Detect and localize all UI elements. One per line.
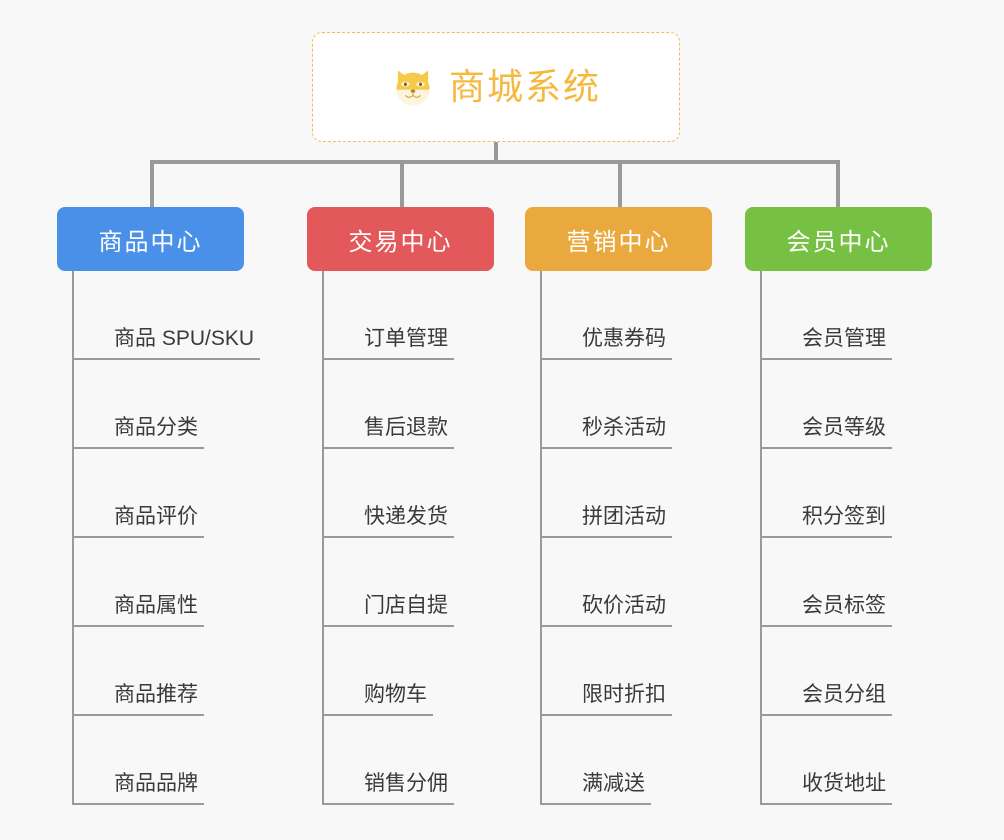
list-item[interactable]: 会员等级: [760, 360, 892, 449]
list-item[interactable]: 商品评价: [72, 449, 260, 538]
drop-connector-4: [836, 160, 840, 207]
category-label: 营销中心: [566, 228, 671, 256]
leaf-label: 限时折扣: [576, 683, 672, 716]
list-item[interactable]: 售后退款: [322, 360, 454, 449]
list-item[interactable]: 会员标签: [760, 538, 892, 627]
category-label: 交易中心: [348, 228, 453, 256]
list-item[interactable]: 订单管理: [322, 271, 454, 360]
leaf-label: 商品品牌: [108, 772, 204, 805]
leaf-label: 销售分佣: [358, 772, 454, 805]
branch-trunk: [72, 271, 74, 805]
leaf-label: 拼团活动: [576, 505, 672, 538]
horizontal-bus-connector: [150, 160, 840, 164]
leaf-label: 会员等级: [796, 416, 892, 449]
list-item[interactable]: 砍价活动: [540, 538, 672, 627]
list-item[interactable]: 商品分类: [72, 360, 260, 449]
list-item[interactable]: 满减送: [540, 716, 672, 805]
list-item[interactable]: 限时折扣: [540, 627, 672, 716]
leaf-label: 砍价活动: [576, 594, 672, 627]
drop-connector-1: [150, 160, 154, 207]
category-box-member[interactable]: 会员中心: [745, 207, 932, 271]
leaf-label: 售后退款: [358, 416, 454, 449]
leaf-label: 门店自提: [358, 594, 454, 627]
leaf-label: 购物车: [358, 683, 433, 716]
leaf-label: 会员管理: [796, 327, 892, 360]
leaf-label: 优惠券码: [576, 327, 672, 360]
root-title: 商城系统: [448, 66, 601, 107]
category-box-marketing[interactable]: 营销中心: [525, 207, 712, 271]
list-item[interactable]: 销售分佣: [322, 716, 454, 805]
list-item[interactable]: 商品 SPU/SKU: [72, 271, 261, 360]
leaf-label: 商品分类: [108, 416, 204, 449]
leaf-label: 商品 SPU/SKU: [108, 327, 261, 360]
branch-trunk: [540, 271, 542, 805]
list-item[interactable]: 收货地址: [760, 716, 892, 805]
list-item[interactable]: 商品属性: [72, 538, 260, 627]
leaf-label: 满减送: [576, 772, 651, 805]
list-item[interactable]: 购物车: [322, 627, 454, 716]
leaf-label: 会员标签: [796, 594, 892, 627]
leaf-label: 商品评价: [108, 505, 204, 538]
leaf-label: 积分签到: [796, 505, 892, 538]
category-label: 会员中心: [786, 228, 891, 256]
list-item[interactable]: 快递发货: [322, 449, 454, 538]
shiba-dog-icon: [391, 65, 435, 109]
category-label: 商品中心: [98, 228, 203, 256]
drop-connector-3: [618, 160, 622, 207]
branch-trunk: [322, 271, 324, 805]
leaf-label: 收货地址: [796, 772, 892, 805]
list-item[interactable]: 商品推荐: [72, 627, 260, 716]
root-node[interactable]: 商城系统: [312, 32, 680, 142]
category-box-trade[interactable]: 交易中心: [307, 207, 494, 271]
root-stem-connector: [494, 142, 498, 162]
list-item[interactable]: 会员分组: [760, 627, 892, 716]
branch-trunk: [760, 271, 762, 805]
leaf-label: 订单管理: [358, 327, 454, 360]
list-item[interactable]: 积分签到: [760, 449, 892, 538]
leaf-label: 秒杀活动: [576, 416, 672, 449]
list-item[interactable]: 会员管理: [760, 271, 892, 360]
leaf-label: 商品属性: [108, 594, 204, 627]
branch-column-marketing: 优惠券码 秒杀活动 拼团活动 砍价活动 限时折扣 满减送: [540, 271, 672, 805]
list-item[interactable]: 拼团活动: [540, 449, 672, 538]
leaf-label: 快递发货: [358, 505, 454, 538]
branch-column-trade: 订单管理 售后退款 快递发货 门店自提 购物车 销售分佣: [322, 271, 454, 805]
list-item[interactable]: 优惠券码: [540, 271, 672, 360]
list-item[interactable]: 商品品牌: [72, 716, 260, 805]
branch-column-member: 会员管理 会员等级 积分签到 会员标签 会员分组 收货地址: [760, 271, 892, 805]
leaf-label: 会员分组: [796, 683, 892, 716]
list-item[interactable]: 门店自提: [322, 538, 454, 627]
list-item[interactable]: 秒杀活动: [540, 360, 672, 449]
drop-connector-2: [400, 160, 404, 207]
category-box-product[interactable]: 商品中心: [57, 207, 244, 271]
leaf-label: 商品推荐: [108, 683, 204, 716]
branch-column-product: 商品 SPU/SKU 商品分类 商品评价 商品属性 商品推荐 商品品牌: [72, 271, 261, 805]
